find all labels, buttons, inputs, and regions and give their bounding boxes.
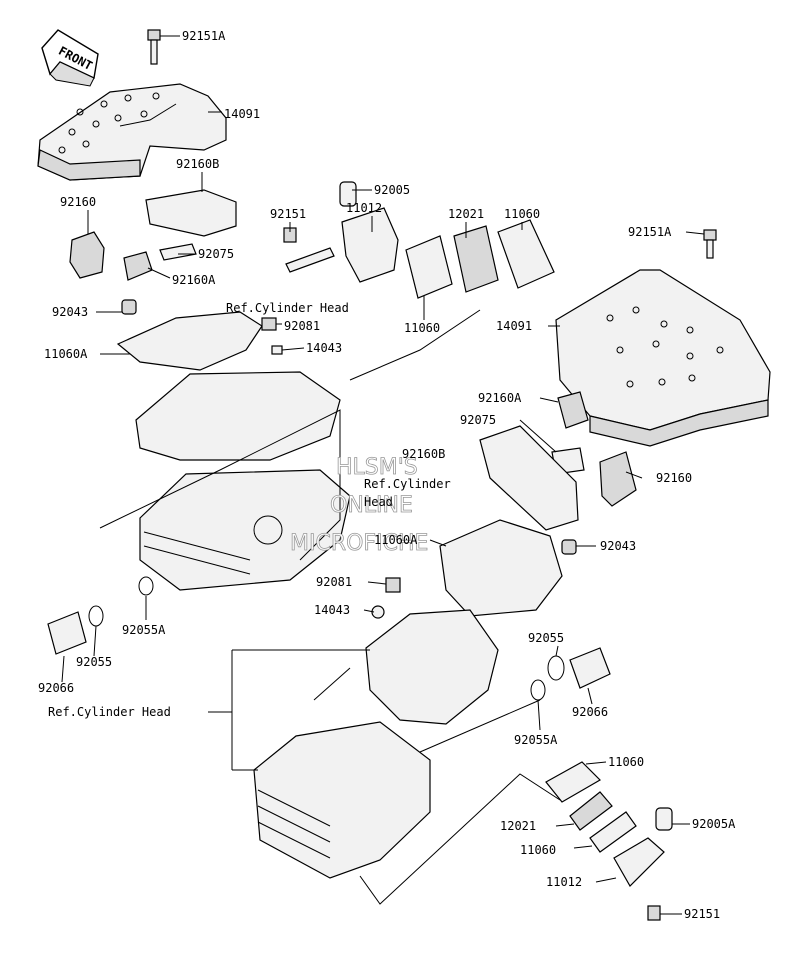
callout-14091-right: 14091 [496, 319, 532, 333]
callout-92005: 92005 [374, 183, 410, 197]
callout-11060A-left: 11060A [44, 347, 88, 361]
bolt-92151-top-part [283, 227, 335, 273]
front-rocker-case-part [365, 609, 499, 725]
callout-92160A-left: 92160A [172, 273, 216, 287]
callout-12021-br: 12021 [500, 819, 536, 833]
grommet-92043-left-part [121, 299, 137, 315]
callout-14091-left: 14091 [224, 107, 260, 121]
callout-92043-left: 92043 [52, 305, 88, 319]
reed-housing-11012-br-part [613, 837, 665, 887]
callout-92055-right: 92055 [528, 631, 564, 645]
leader-lines [61, 35, 705, 915]
o-ring-92055-left-part [88, 605, 104, 627]
ref-cylinder-head-2-line1: Ref.Cylinder [364, 477, 451, 491]
bracket-92160B-left-part [145, 189, 237, 237]
gasket-11060-top-right-part [497, 219, 555, 289]
callout-11060-top: 11060 [504, 207, 540, 221]
watermark-line-1: HLSM'S [336, 455, 418, 480]
callout-11060-br2: 11060 [520, 843, 556, 857]
callout-92055A-left: 92055A [122, 623, 166, 637]
callout-92075-left: 92075 [198, 247, 234, 261]
callout-92043-right: 92043 [600, 539, 636, 553]
o-ring-92055-right-part [547, 655, 565, 681]
callout-92160A-right: 92160A [478, 391, 522, 405]
callout-92081-bottom: 92081 [316, 575, 352, 589]
watermark: HLSM'S ONLINE MICROFICHE [290, 455, 429, 557]
grommet-92043-right-part [561, 539, 577, 555]
ref-cylinder-head-3: Ref.Cylinder Head [48, 705, 171, 719]
reed-housing-11012-top-part [341, 207, 399, 283]
callout-92160B-right: 92160B [402, 447, 445, 461]
callout-92005A: 92005A [692, 817, 736, 831]
holder-92075-left-part [159, 243, 197, 261]
callout-92055-left: 92055 [76, 655, 112, 669]
callout-12021-top: 12021 [448, 207, 484, 221]
callout-92160-right: 92160 [656, 471, 692, 485]
fitting-92005A-part [655, 807, 673, 831]
callout-11012-br: 11012 [546, 875, 582, 889]
callout-92160-left: 92160 [60, 195, 96, 209]
callout-11060-br1: 11060 [608, 755, 644, 769]
rear-cylinder-cover-part [37, 83, 227, 181]
o-ring-92055A-left-part [138, 576, 154, 596]
damper-92160-left-part [69, 231, 105, 279]
gasket-11060A-left-part [116, 311, 263, 371]
plug-92066-left-part [47, 611, 87, 655]
gasket-11060-br1-part [545, 761, 601, 803]
front-cylinder-head-part [253, 721, 431, 879]
callout-92066-right: 92066 [572, 705, 608, 719]
bracket-92160B-right-part [479, 425, 579, 531]
rear-cylinder-head-part [139, 469, 351, 591]
callout-92160B-left: 92160B [176, 157, 219, 171]
callout-92151-br: 92151 [684, 907, 720, 921]
callout-92055A-right: 92055A [514, 733, 558, 747]
front-arrow-icon: FRONT [41, 29, 99, 87]
callout-92066-left: 92066 [38, 681, 74, 695]
callout-14043-bottom: 14043 [314, 603, 350, 617]
callout-92151A-right: 92151A [628, 225, 672, 239]
callout-11060A-right: 11060A [374, 533, 418, 547]
callout-labels: 92151A 14091 92160B 92160 92005 11012 92… [38, 29, 736, 921]
watermark-line-3: MICROFICHE [290, 531, 428, 556]
watermark-line-2: ONLINE [330, 493, 413, 518]
spring-92081-top-part [261, 317, 277, 331]
damper-92160A-left-part [123, 251, 153, 281]
gasket-11060-top-left-part [405, 235, 453, 299]
spring-92081-bottom-part [385, 577, 401, 593]
callout-92075-right: 92075 [460, 413, 496, 427]
rear-rocker-case-part [135, 371, 341, 461]
reed-valve-12021-top-part [453, 225, 499, 293]
callout-92081-top: 92081 [284, 319, 320, 333]
plug-92066-right-part [569, 647, 611, 689]
gasket-11060A-right-part [439, 519, 563, 617]
fitting-92005-part [339, 181, 357, 207]
ref-cylinder-head-1: Ref.Cylinder Head [226, 301, 349, 315]
callout-92151-top: 92151 [270, 207, 306, 221]
callout-92151A-top: 92151A [182, 29, 226, 43]
callout-11060-mid: 11060 [404, 321, 440, 335]
callout-14043-top: 14043 [306, 341, 342, 355]
bolt-92151A-right-part [703, 229, 717, 259]
damper-92160A-right-part [557, 391, 589, 429]
bolt-92151A-top-part [147, 29, 161, 65]
damper-92160-right-part [599, 451, 637, 507]
gasket-11060-br2-part [589, 811, 637, 853]
callout-11012-top: 11012 [346, 201, 382, 215]
o-ring-92055A-right-part [530, 679, 546, 701]
bolt-92151-br-part [647, 905, 661, 921]
dowel-14043-top-part [271, 345, 283, 355]
reed-valve-12021-br-part [569, 791, 613, 831]
ref-cylinder-head-2-line2: Head [364, 495, 393, 509]
